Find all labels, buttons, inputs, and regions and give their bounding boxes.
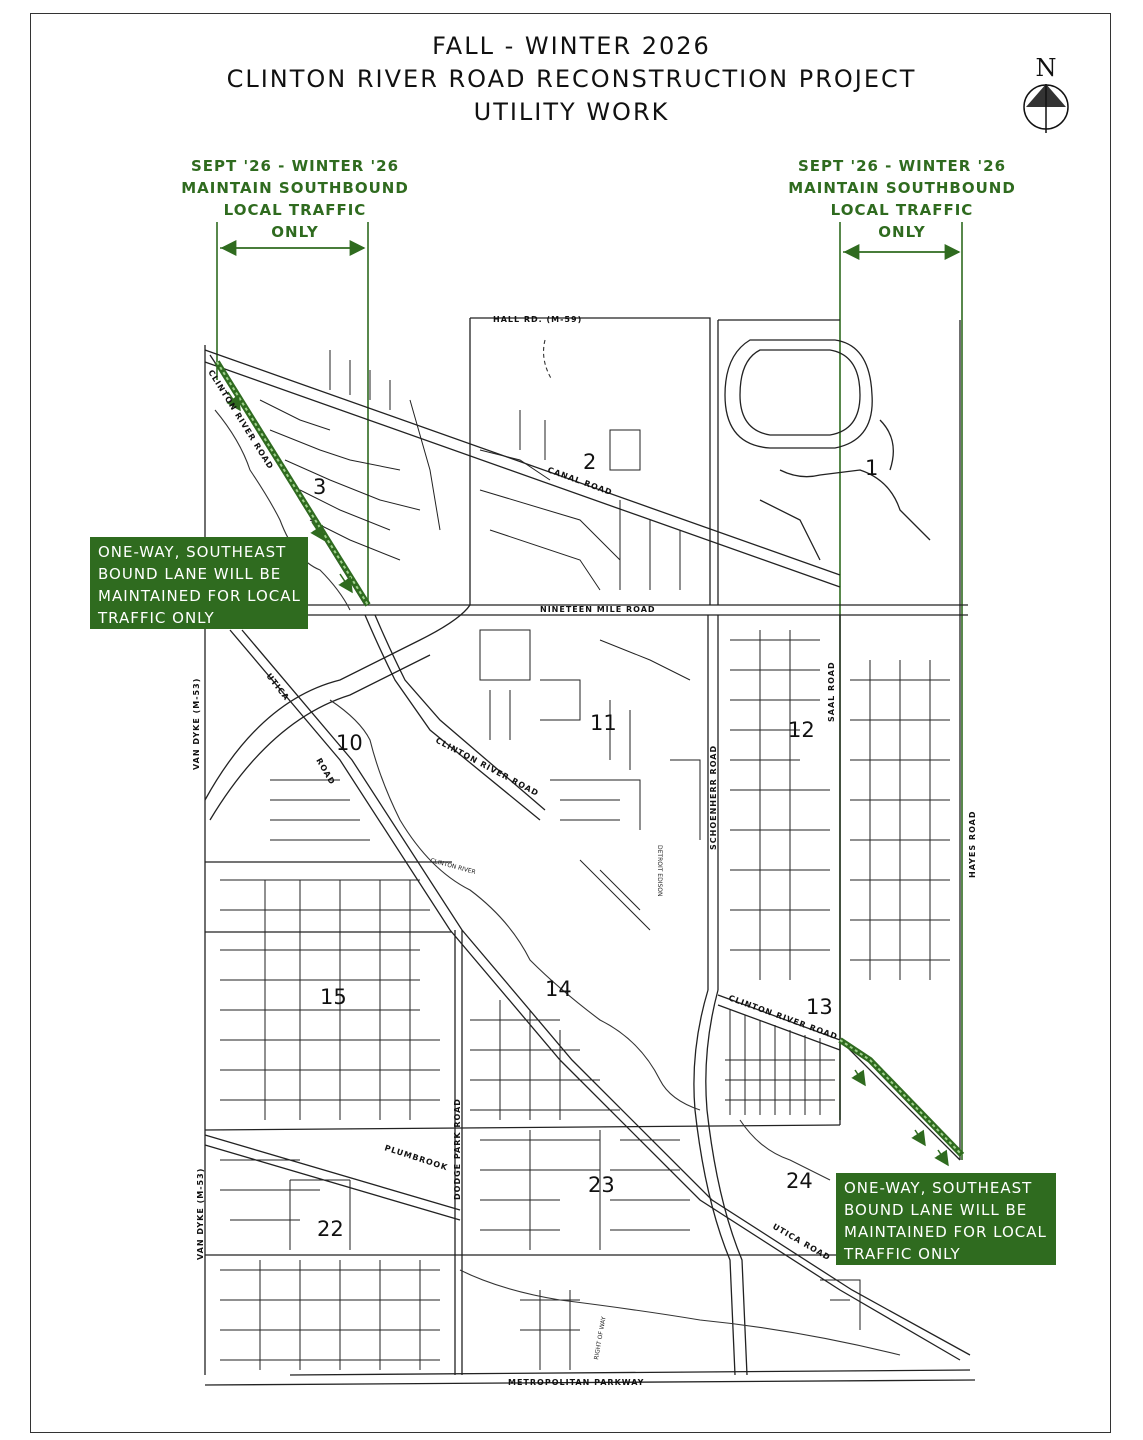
road-label-van-dyke-south: VAN DYKE (M-53): [196, 1168, 205, 1260]
notice-right-line: TRAFFIC ONLY: [844, 1245, 961, 1263]
zone-label: 13: [806, 995, 833, 1019]
road-label-metropolitan: METROPOLITAN PARKWAY: [508, 1378, 644, 1387]
zone-label: 22: [317, 1217, 344, 1241]
north-arrow-icon: [1023, 84, 1069, 133]
road-label-nineteen: NINETEEN MILE ROAD: [540, 605, 656, 614]
map-title-line2: CLINTON RIVER ROAD RECONSTRUCTION PROJEC…: [226, 65, 917, 93]
road-label-canal: CANAL ROAD: [546, 465, 613, 497]
zone-label: 2: [583, 450, 596, 474]
map-title-line3: UTILITY WORK: [473, 98, 670, 126]
notice-left-line: MAINTAINED FOR LOCAL: [98, 587, 301, 605]
phase-note-right-line: ONLY: [878, 223, 926, 241]
zone-label: 14: [545, 977, 572, 1001]
road-label-dodge-park: DODGE PARK ROAD: [453, 1098, 462, 1200]
map-title-line1: FALL - WINTER 2026: [432, 32, 711, 60]
work-zone-left: [214, 360, 371, 607]
phase-note-right-line: SEPT '26 - WINTER '26: [797, 157, 1007, 175]
clinton-river: [214, 339, 901, 1356]
road-label-utica-nw: UTICA: [264, 672, 291, 703]
phase-limits: [216, 222, 963, 1160]
road-label-saal: SAAL ROAD: [827, 661, 836, 722]
zone-1-streets: [724, 339, 931, 561]
zone-label: 1: [865, 456, 878, 480]
work-zone-right: [838, 1037, 965, 1167]
notice-right-line: ONE-WAY, SOUTHEAST: [844, 1179, 1033, 1197]
notice-right-line: MAINTAINED FOR LOCAL: [844, 1223, 1047, 1241]
phase-note-left-line: MAINTAIN SOUTHBOUND: [181, 179, 409, 197]
phase-note-left-line: LOCAL TRAFFIC: [223, 201, 367, 219]
map-frame: [30, 13, 1111, 1433]
zone-label: 10: [336, 731, 363, 755]
zone-label: 11: [590, 711, 617, 735]
label-detroit-edison: DETROIT EDISON: [656, 845, 663, 897]
notice-left-line: TRAFFIC ONLY: [98, 609, 215, 627]
road-label-van-dyke-north: VAN DYKE (M-53): [192, 678, 201, 770]
road-network: [204, 317, 976, 1386]
road-label-hayes: HAYES ROAD: [968, 810, 977, 878]
road-label-clinton-river-mid: CLINTON RIVER ROAD: [434, 736, 540, 798]
zone-label: 24: [786, 1169, 813, 1193]
road-label-schoenherr: SCHOENHERR ROAD: [709, 745, 718, 850]
zone-label: 23: [588, 1173, 615, 1197]
notice-left-line: ONE-WAY, SOUTHEAST: [98, 543, 287, 561]
phase-note-left-line: SEPT '26 - WINTER '26: [190, 157, 400, 175]
road-label-utica-nw2: ROAD: [314, 757, 337, 787]
road-label-utica-se: UTICA ROAD: [771, 1222, 832, 1262]
phase-note-left: SEPT '26 - WINTER '26 MAINTAIN SOUTHBOUN…: [160, 155, 430, 243]
phase-note-right-line: MAINTAIN SOUTHBOUND: [788, 179, 1016, 197]
phase-note-right-line: LOCAL TRAFFIC: [830, 201, 974, 219]
zone-label: 12: [788, 718, 815, 742]
zone-label: 3: [313, 475, 326, 499]
phase-note-left-line: ONLY: [271, 223, 319, 241]
notice-right: ONE-WAY, SOUTHEAST BOUND LANE WILL BE MA…: [836, 1173, 1056, 1265]
north-label: N: [1036, 54, 1057, 82]
notice-left-line: BOUND LANE WILL BE: [98, 565, 282, 583]
label-right-of-way: RIGHT OF WAY: [593, 1316, 608, 1361]
road-label-hall: HALL RD. (M-59): [493, 315, 582, 324]
zone-label: 15: [320, 985, 347, 1009]
road-label-plumbrook: PLUMBROOK: [383, 1143, 449, 1172]
notice-right-line: BOUND LANE WILL BE: [844, 1201, 1028, 1219]
subdivision-streets: [220, 350, 950, 1370]
phase-note-right: SEPT '26 - WINTER '26 MAINTAIN SOUTHBOUN…: [767, 155, 1037, 243]
notice-left: ONE-WAY, SOUTHEAST BOUND LANE WILL BE MA…: [90, 537, 308, 629]
